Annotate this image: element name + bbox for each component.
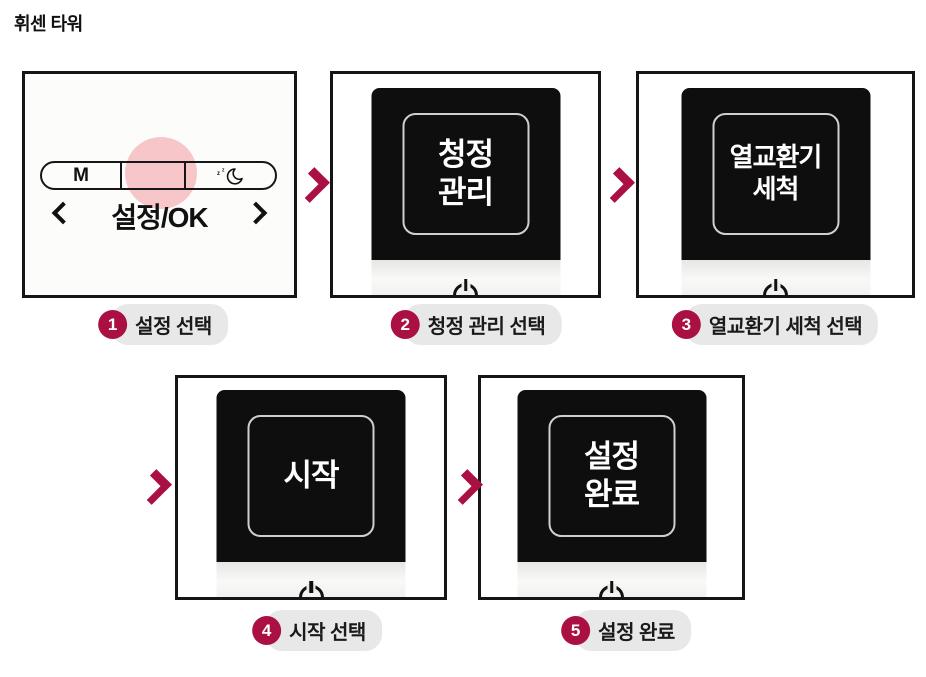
display-button-clean-care[interactable]: 청정 관리 — [402, 113, 529, 235]
device-display: 시작 — [216, 390, 406, 597]
device-bezel — [681, 260, 870, 295]
step-badge: 2 청정 관리 선택 — [390, 304, 562, 345]
step-panel-start: 시작 — [175, 375, 447, 600]
remote-button-bar: M z z — [40, 161, 277, 190]
device-bezel — [216, 562, 406, 597]
step-caption: 시작 선택 — [265, 610, 382, 651]
device-bezel — [517, 562, 706, 597]
mode-button[interactable]: M — [42, 163, 120, 188]
step-number: 3 — [671, 310, 701, 339]
step-caption: 열교환기 세척 선택 — [684, 304, 879, 345]
next-arrow-icon — [136, 469, 172, 505]
step-caption: 청정 관리 선택 — [403, 304, 562, 345]
step-panel-heat-exchanger-wash: 열교환기 세척 — [636, 71, 915, 298]
step-panel-complete: 설정 완료 — [478, 375, 745, 600]
display-button-setting-complete[interactable]: 설정 완료 — [548, 415, 675, 537]
settings-ok-label: 설정/OK — [111, 202, 208, 233]
display-area: 시작 — [216, 390, 406, 562]
device-display: 설정 완료 — [517, 390, 706, 597]
display-line: 관리 — [437, 175, 494, 210]
display-line: 열교환기 — [729, 142, 823, 173]
sleep-moon-icon: z z — [217, 168, 243, 185]
step-number: 4 — [252, 616, 282, 645]
page-title: 휘센 타워 — [14, 14, 83, 34]
power-icon — [599, 585, 624, 597]
display-line: 청정 — [437, 137, 494, 173]
display-area: 열교환기 세척 — [681, 88, 870, 260]
next-arrow-icon — [294, 167, 330, 203]
step-caption: 설정 선택 — [111, 304, 228, 345]
svg-text:z: z — [222, 168, 225, 174]
step-panel-clean-care: 청정 관리 — [330, 71, 601, 298]
svg-text:z: z — [217, 171, 220, 177]
power-icon — [298, 585, 324, 597]
display-button-start[interactable]: 시작 — [247, 415, 375, 537]
step-panel-settings: M z z 설정/OK — [22, 71, 297, 298]
button-divider — [184, 163, 186, 188]
mode-button-label: M — [73, 164, 89, 186]
power-icon — [763, 283, 788, 295]
step-badge: 3 열교환기 세척 선택 — [671, 304, 879, 345]
step-badge: 4 시작 선택 — [252, 610, 382, 651]
step-badge: 1 설정 선택 — [98, 304, 228, 345]
device-display: 청정 관리 — [371, 88, 560, 295]
device-display: 열교환기 세척 — [681, 88, 870, 295]
settings-button[interactable] — [122, 163, 184, 188]
display-line: 설정 — [583, 439, 640, 475]
display-line: 세척 — [752, 174, 800, 204]
step-caption: 설정 완료 — [574, 610, 691, 651]
display-area: 청정 관리 — [371, 88, 560, 260]
step-number: 5 — [561, 616, 591, 645]
display-button-heat-exchanger-wash[interactable]: 열교환기 세척 — [712, 113, 839, 235]
step-number: 1 — [98, 310, 128, 339]
power-icon — [453, 283, 478, 295]
sleep-button[interactable]: z z — [184, 163, 275, 188]
device-bezel — [371, 260, 560, 295]
step-badge: 5 설정 완료 — [561, 610, 691, 651]
button-divider — [120, 163, 122, 188]
display-area: 설정 완료 — [517, 390, 706, 562]
display-line: 시작 — [283, 458, 339, 494]
step-number: 2 — [390, 310, 420, 339]
next-arrow-icon — [599, 167, 635, 203]
display-line: 완료 — [583, 477, 640, 512]
